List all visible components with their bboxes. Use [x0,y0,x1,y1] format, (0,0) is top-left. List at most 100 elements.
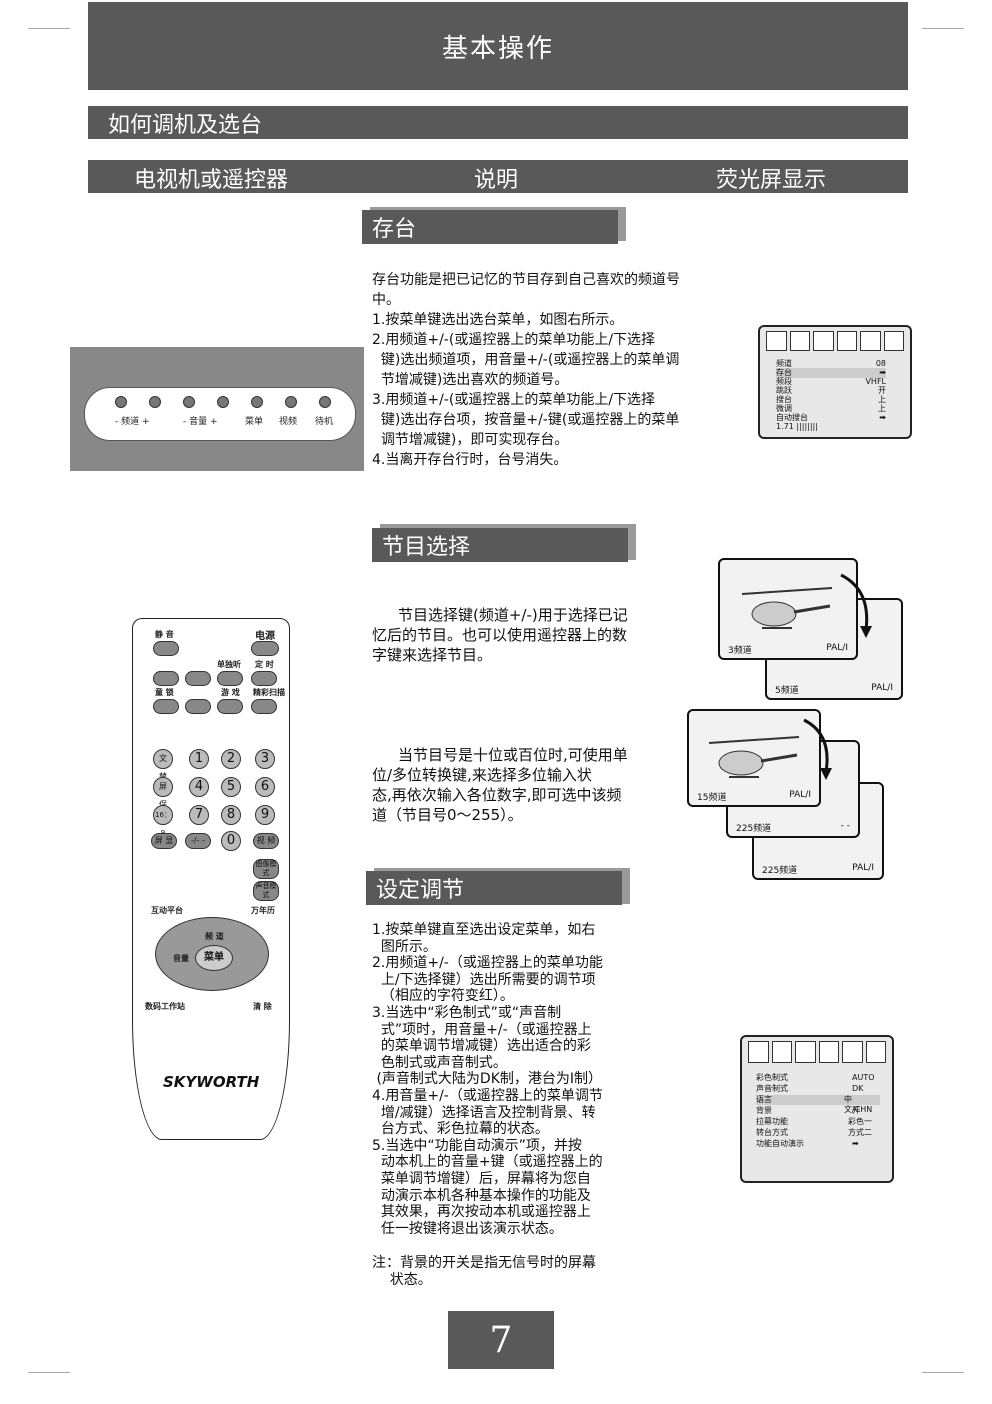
button[interactable] [185,671,211,686]
osd-icon-row [748,1041,886,1063]
crop-mark [922,1372,964,1373]
number-4-button[interactable]: 4 [189,777,209,797]
panel-label: 视频 [279,417,298,427]
arrow-icon [803,718,832,780]
chart-icon [883,331,904,351]
tools-icon [842,1041,863,1063]
arrow-icon [840,573,872,638]
channel-label: 频 道 [205,932,224,941]
column-header-bar: 电视机或遥控器 说明 荧光屏显示 [88,160,908,193]
text-button[interactable]: 文 替 [153,749,173,781]
osd-fine-bar: 1.71 |||||||| [776,422,818,431]
interactive-label: 互动平台 [151,906,183,915]
osd-row: 自动搜台➡ [776,413,886,422]
number-5-button[interactable]: 5 [221,777,241,797]
menu-button[interactable]: 菜单 [195,945,233,971]
button[interactable] [153,671,179,686]
scan-button[interactable] [251,699,277,714]
timer-button[interactable] [251,671,277,686]
standby-button[interactable] [319,396,331,408]
crop-mark [922,28,964,29]
volume-up-button[interactable] [217,396,229,408]
panel-button-strip: - 频道 + - 音量 + 菜单 视频 待机 [84,387,356,441]
clear-label: 清 除 [253,1002,272,1011]
digital-label: 数码工作站 [145,1002,185,1011]
ratio-button[interactable]: 16：9 [153,805,173,837]
number-3-button[interactable]: 3 [255,749,275,769]
osd-row: 功能自动演示➡ [756,1139,859,1148]
osd-row: 转台方式方式二 [756,1128,872,1137]
calendar-label: 万年历 [251,906,275,915]
sound-mode-button[interactable]: 声音模式 [253,881,279,901]
number-7-button[interactable]: 7 [189,805,209,825]
column-right: 荧光屏显示 [716,168,827,193]
timer-label: 定 时 [255,660,274,669]
game-label: 游 戏 [221,688,240,697]
number-0-button[interactable]: 0 [221,831,241,851]
osd-row-selected: 语言中文/CHN [756,1095,880,1114]
osd-row: 背景开 [756,1106,860,1115]
single-button[interactable] [217,671,243,686]
button[interactable] [185,699,211,714]
digit-button[interactable]: -/- - [185,833,211,849]
music-icon [789,331,810,351]
page-title: 基本操作 [88,2,908,90]
number-2-button[interactable]: 2 [221,749,241,769]
osd-row-selected: 存台➡ [776,368,886,378]
number-1-button[interactable]: 1 [189,749,209,769]
game-button[interactable] [217,699,243,714]
section-title: 如何调机及选台 [88,106,908,139]
tools-icon [860,331,881,351]
panel-label: - 频道 + [115,417,150,427]
lock-label: 童 锁 [155,688,174,697]
lock-button[interactable] [153,699,179,714]
volume-label: 音量 [173,954,189,963]
scan-label: 精彩扫描 [253,688,285,697]
menu-button[interactable] [251,396,263,408]
osd-row: 拉幕功能彩色一 [756,1117,872,1126]
picture-icon [836,331,857,351]
screen-save-button[interactable]: 屏 保 [153,777,173,809]
panel-label: - 音量 + [183,417,218,427]
power-label: 电源 [255,631,275,642]
channel-up-button[interactable] [149,396,161,408]
number-9-button[interactable]: 9 [255,805,275,825]
tv-icon [748,1041,769,1063]
program-para1: 节目选择键(频道+/-)用于选择已记 忆后的节目。也可以使用遥控器上的数 字键来… [372,606,628,664]
single-label: 单独听 [217,660,241,669]
video-button[interactable] [285,396,297,408]
helicopter-icon [708,736,800,778]
channel-down-button[interactable] [115,396,127,408]
mute-label: 静 音 [155,630,174,639]
page-number: 7 [448,1311,554,1369]
clock-icon [795,1041,816,1063]
setup-text: 1.按菜单键直至选出设定菜单，如右 图所示。 2.用频道+/-（或遥控器上的菜单… [372,922,603,1237]
osd-row: 跳跃开 [776,386,886,395]
clock-icon [813,331,834,351]
osd-icon-row [766,331,904,351]
number-6-button[interactable]: 6 [255,777,275,797]
video-button[interactable]: 视 频 [253,833,279,849]
number-8-button[interactable]: 8 [221,805,241,825]
program-heading: 节目选择 [372,528,628,562]
panel-label: 菜单 [245,417,264,427]
crop-mark [28,1372,70,1373]
helicopter-icon [741,587,833,629]
image-mode-button[interactable]: 图像模式 [253,859,279,879]
power-button[interactable] [251,641,279,656]
mute-button[interactable] [153,641,179,656]
music-icon [771,1041,792,1063]
volume-down-button[interactable] [183,396,195,408]
osd-row: 微调上 [776,404,886,413]
program-para2: 当节目号是十位或百位时,可使用单 位/多位转换键,来选择多位输入状 态,再依次输… [372,746,628,824]
brand-logo: SKYWORTH [163,1073,260,1091]
screen-show-button[interactable]: 屏 显 [151,833,177,849]
